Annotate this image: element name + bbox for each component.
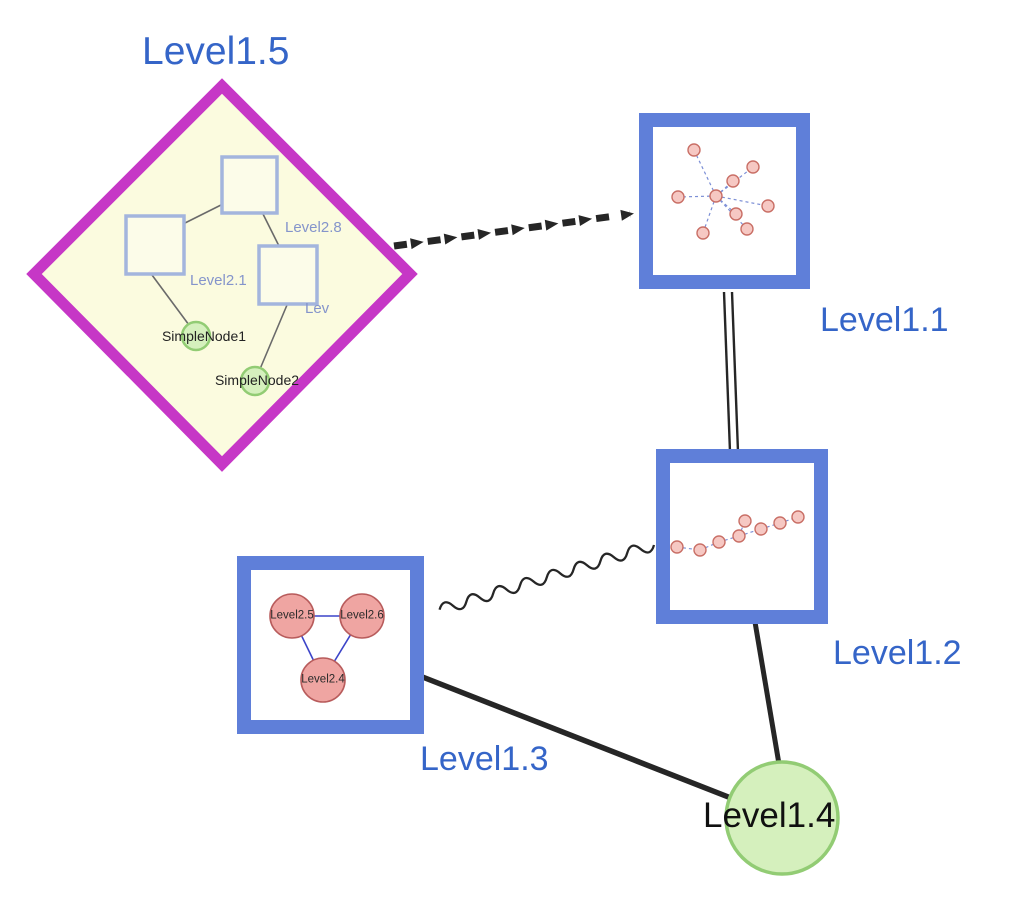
node-level2-4[interactable]: [300, 657, 346, 703]
mini-node[interactable]: [761, 199, 775, 213]
mini-node[interactable]: [687, 143, 701, 157]
label-level2-6: Level2.6: [340, 609, 384, 622]
label-level1-4: Level1.4: [703, 796, 836, 835]
mini-node[interactable]: [746, 160, 760, 174]
node-level2-8-square[interactable]: [220, 155, 279, 215]
mini-edge: [693, 149, 717, 197]
level1-1-nodes: [671, 143, 775, 240]
label-level1-3: Level1.3: [420, 740, 549, 778]
inner-edge[interactable]: [259, 304, 288, 370]
mini-node[interactable]: [726, 174, 740, 188]
node-level1-1-box[interactable]: [639, 113, 810, 289]
label-simplenode2: SimpleNode2: [214, 372, 300, 388]
arrowhead-icon: [544, 219, 559, 231]
mini-node[interactable]: [738, 514, 752, 528]
mini-node[interactable]: [696, 226, 710, 240]
arrowhead-icon: [578, 215, 593, 227]
mini-node[interactable]: [709, 189, 723, 203]
arrowheads-group: [410, 209, 634, 250]
label-level2-4: Level2.4: [301, 673, 345, 686]
arrowhead-icon: [443, 233, 458, 245]
arrowhead-icon: [620, 209, 634, 221]
node-level2-1-square[interactable]: [124, 214, 186, 276]
arrowhead-icon: [410, 238, 424, 250]
level1-2-nodes: [670, 510, 805, 557]
mini-node[interactable]: [773, 516, 787, 530]
label-level1-5: Level1.5: [142, 30, 290, 73]
mini-node[interactable]: [671, 190, 685, 204]
node-level2-5[interactable]: [269, 593, 315, 639]
arrowhead-icon: [511, 224, 525, 236]
inner-edge[interactable]: [182, 204, 222, 225]
mini-node[interactable]: [729, 207, 743, 221]
mini-edge: [715, 195, 769, 207]
mini-node[interactable]: [693, 543, 707, 557]
node-level1-5-diamond[interactable]: [26, 78, 418, 472]
label-level2-8: Level2.8: [285, 219, 342, 236]
edge-level13-level14[interactable]: [418, 673, 738, 803]
label-level2-clipped: Lev: [305, 300, 330, 317]
edge-level15-level11[interactable]: [393, 208, 635, 250]
node-level1-2-box[interactable]: [656, 449, 828, 624]
node-simplenode1[interactable]: [180, 320, 212, 352]
mini-node[interactable]: [754, 522, 768, 536]
mini-node[interactable]: [732, 529, 746, 543]
node-simplenode2[interactable]: [239, 365, 271, 397]
dashed-edge-line: [393, 210, 631, 250]
mini-node[interactable]: [740, 222, 754, 236]
node-level2-clipped-square[interactable]: [257, 244, 319, 306]
inner-edge[interactable]: [151, 274, 190, 326]
label-level2-5: Level2.5: [270, 609, 314, 622]
label-level1-2: Level1.2: [833, 634, 962, 672]
level1-5-contents: [124, 155, 319, 397]
label-level2-1: Level2.1: [190, 272, 247, 289]
arrowhead-icon: [477, 229, 492, 240]
edge-level12-level14[interactable]: [752, 621, 782, 765]
level1-3-contents: [269, 593, 385, 703]
node-level1-3-box[interactable]: [237, 556, 424, 734]
edge-level11-level12[interactable]: [722, 291, 740, 453]
mini-edge: [715, 195, 737, 215]
double-edge-line: [722, 291, 732, 453]
node-level1-4-circle[interactable]: [724, 760, 840, 876]
double-edge-line: [730, 291, 740, 453]
node-level2-6[interactable]: [339, 593, 385, 639]
edge-level12-level13[interactable]: [438, 540, 656, 615]
label-simplenode1: SimpleNode1: [161, 328, 247, 344]
mini-edge: [715, 195, 748, 230]
mini-node[interactable]: [712, 535, 726, 549]
inner-edge[interactable]: [262, 213, 280, 247]
label-level1-1: Level1.1: [820, 301, 949, 339]
mini-node[interactable]: [791, 510, 805, 524]
mini-node[interactable]: [670, 540, 684, 554]
